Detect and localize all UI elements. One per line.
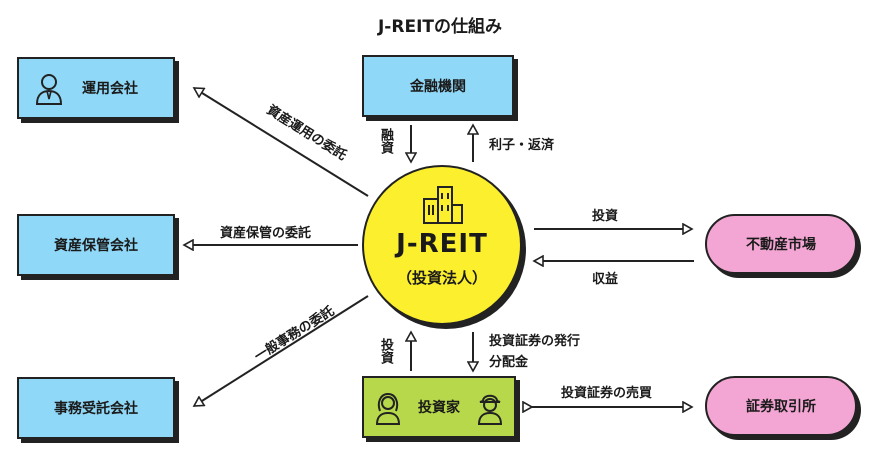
node-asset-manager: 運用会社: [17, 57, 175, 119]
node-stock-exchange: 証券取引所: [705, 376, 857, 436]
arrow-to-asset-manager: [194, 88, 369, 197]
label-custody-delegation: 資産保管の委託: [220, 226, 312, 241]
label-investor-investment: 投資: [378, 338, 393, 364]
node-custodian-label: 資産保管会社: [54, 238, 138, 254]
node-financial-institution: 金融機関: [362, 55, 514, 117]
label-loan: 融資: [378, 128, 393, 154]
node-admin-agent-label: 事務受託会社: [54, 401, 138, 417]
label-interest-repayment: 利子・返済: [489, 138, 555, 153]
person-icon: [35, 74, 63, 105]
diagram-title: J-REITの仕組み: [377, 17, 502, 37]
woman-icon: [375, 392, 401, 425]
node-investor-label: 投資家: [418, 400, 460, 416]
label-investment-to-market: 投資: [592, 209, 619, 224]
node-real-estate-market-label: 不動産市場: [746, 237, 816, 253]
node-financial-institution-label: 金融機関: [410, 79, 466, 95]
building-icon: [423, 186, 463, 224]
node-admin-agent: 事務受託会社: [17, 377, 175, 439]
label-distribution: 分配金: [489, 355, 529, 370]
j-reit-title: J-REIT: [396, 229, 488, 259]
j-reit-subtitle: （投資法人）: [396, 269, 487, 287]
label-revenue: 収益: [592, 272, 619, 287]
node-stock-exchange-label: 証券取引所: [746, 399, 816, 415]
node-asset-manager-label: 運用会社: [82, 81, 138, 97]
man-icon: [477, 394, 503, 425]
node-investor: 投資家: [362, 376, 516, 438]
node-j-reit: J-REIT （投資法人）: [362, 165, 522, 325]
node-real-estate-market: 不動産市場: [705, 214, 857, 274]
label-trading: 投資証券の売買: [561, 386, 653, 401]
label-issuance: 投資証券の発行: [489, 334, 581, 349]
node-custodian: 資産保管会社: [17, 214, 175, 276]
arrow-to-admin-agent: [194, 295, 369, 406]
